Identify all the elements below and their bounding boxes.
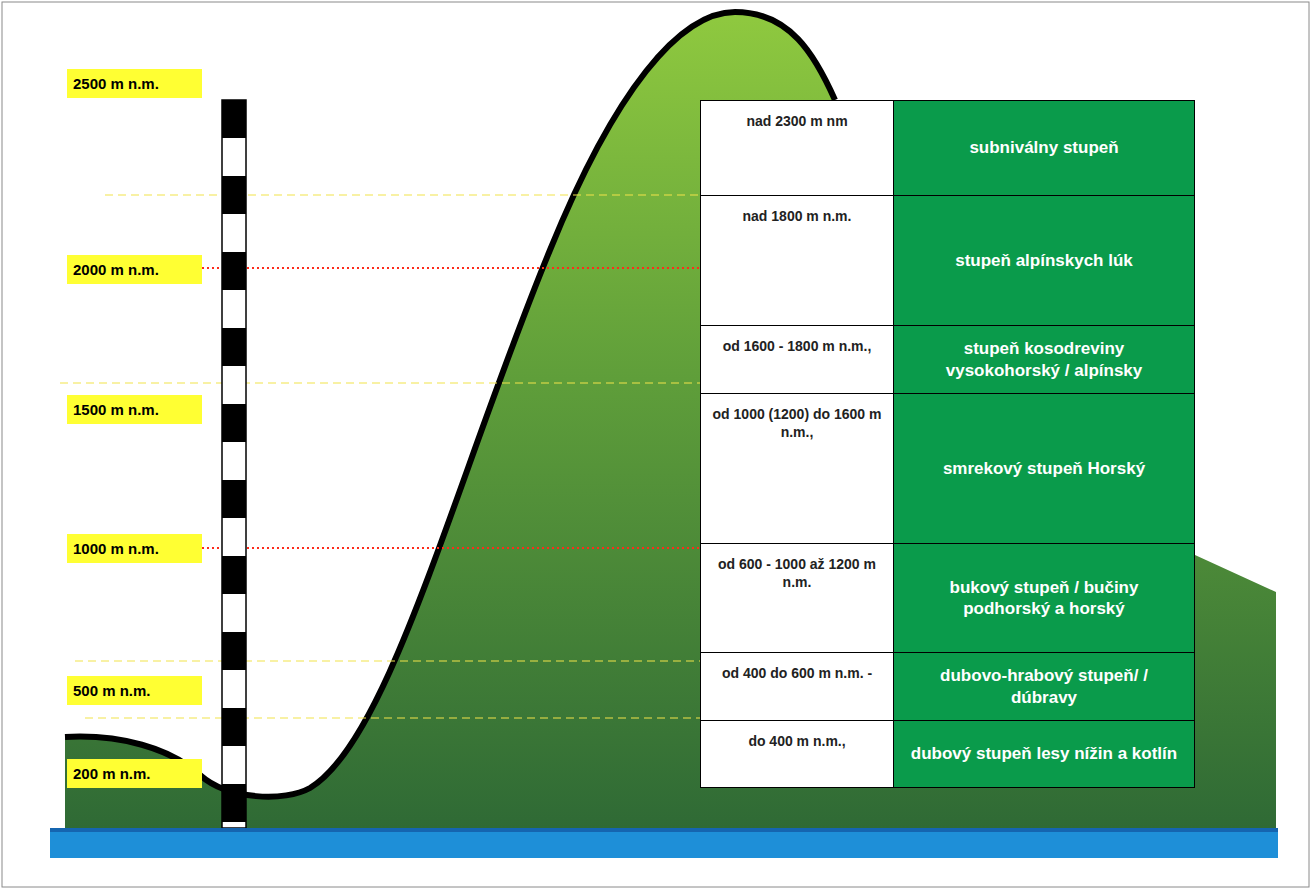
zone-cell: bukový stupeň / bučiny podhorský a horsk… (893, 543, 1195, 653)
range-text: od 400 do 600 m n.m. - (722, 665, 872, 683)
zone-cell: stupeň alpínskych lúk (893, 195, 1195, 326)
altitude-text: 200 m n.m. (73, 765, 151, 782)
zone-cell: smrekový stupeň Horský (893, 393, 1195, 544)
altitude-label: 1000 m n.m. (67, 534, 202, 563)
altitude-text: 500 m n.m. (73, 682, 151, 699)
zone-name: stupeň kosodreviny vysokohorský / alpíns… (908, 338, 1180, 381)
level-lines (60, 195, 700, 718)
zone-name: smrekový stupeň Horský (943, 458, 1145, 479)
altitude-text: 2000 m n.m. (73, 261, 159, 278)
altitude-text: 1000 m n.m. (73, 540, 159, 557)
range-text: nad 2300 m nm (746, 113, 847, 131)
zone-cell: subniválny stupeň (893, 100, 1195, 196)
red-level-lines (202, 268, 700, 548)
altitude-text: 1500 m n.m. (73, 401, 159, 418)
zone-name: dubovo-hrabový stupeň/ / dúbravy (908, 665, 1180, 708)
range-cell: od 1600 - 1800 m n.m., (700, 325, 894, 394)
range-text: nad 1800 m n.m. (743, 208, 852, 226)
water-base (50, 828, 1278, 858)
zone-name: dubový stupeň lesy nížin a kotlín (911, 743, 1177, 764)
zone-name: stupeň alpínskych lúk (955, 250, 1133, 271)
range-text: od 1600 - 1800 m n.m., (723, 338, 872, 356)
zone-cell: stupeň kosodreviny vysokohorský / alpíns… (893, 325, 1195, 394)
zone-name: bukový stupeň / bučiny podhorský a horsk… (908, 577, 1180, 620)
range-cell: nad 2300 m nm (700, 100, 894, 196)
altitude-label: 500 m n.m. (67, 676, 202, 705)
altitude-text: 2500 m n.m. (73, 75, 159, 92)
zone-cell: dubovo-hrabový stupeň/ / dúbravy (893, 652, 1195, 721)
altitude-label: 2500 m n.m. (67, 69, 202, 98)
range-text: od 600 - 1000 až 1200 m n.m. (709, 556, 885, 591)
altitude-label: 1500 m n.m. (67, 395, 202, 424)
range-text: od 1000 (1200) do 1600 m n.m., (709, 406, 885, 441)
water-edge (50, 828, 1278, 832)
range-cell: od 1000 (1200) do 1600 m n.m., (700, 393, 894, 544)
altitude-label: 200 m n.m. (67, 759, 202, 788)
zone-cell: dubový stupeň lesy nížin a kotlín (893, 720, 1195, 788)
range-cell: od 400 do 600 m n.m. - (700, 652, 894, 721)
range-text: do 400 m n.m., (748, 733, 845, 751)
range-cell: nad 1800 m n.m. (700, 195, 894, 326)
range-cell: do 400 m n.m., (700, 720, 894, 788)
scale-pole (222, 100, 246, 828)
mountain (65, 12, 1276, 828)
altitude-label: 2000 m n.m. (67, 255, 202, 284)
zone-name: subniválny stupeň (969, 137, 1118, 158)
range-cell: od 600 - 1000 až 1200 m n.m. (700, 543, 894, 653)
